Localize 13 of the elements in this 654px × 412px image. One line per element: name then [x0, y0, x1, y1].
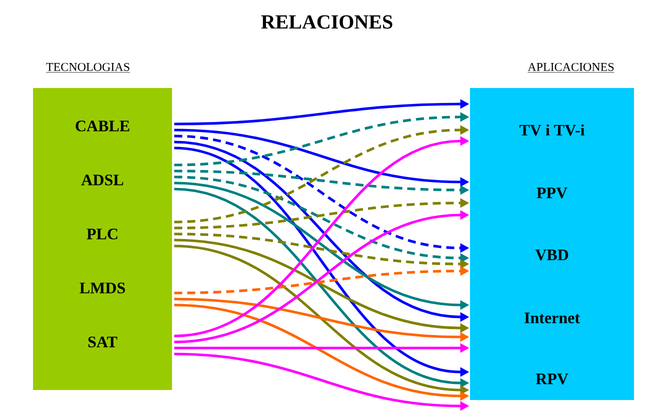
node-label: TECNOLOGIAS	[46, 62, 130, 72]
label-text: RPV	[536, 374, 568, 384]
node-label: APLICACIONES	[528, 62, 614, 72]
label-text: Internet	[524, 312, 580, 324]
label-text: PLC	[86, 228, 118, 240]
label-text: LMDS	[80, 282, 125, 294]
label-text: TV i TV-i	[520, 124, 584, 136]
label-text: PPV	[536, 188, 568, 198]
title: RELACIONES	[261, 15, 392, 29]
label-text: VBD	[535, 250, 568, 260]
label-text: SAT	[88, 336, 118, 348]
label-text: ADSL	[81, 174, 124, 186]
label-text: CABLE	[76, 120, 130, 132]
